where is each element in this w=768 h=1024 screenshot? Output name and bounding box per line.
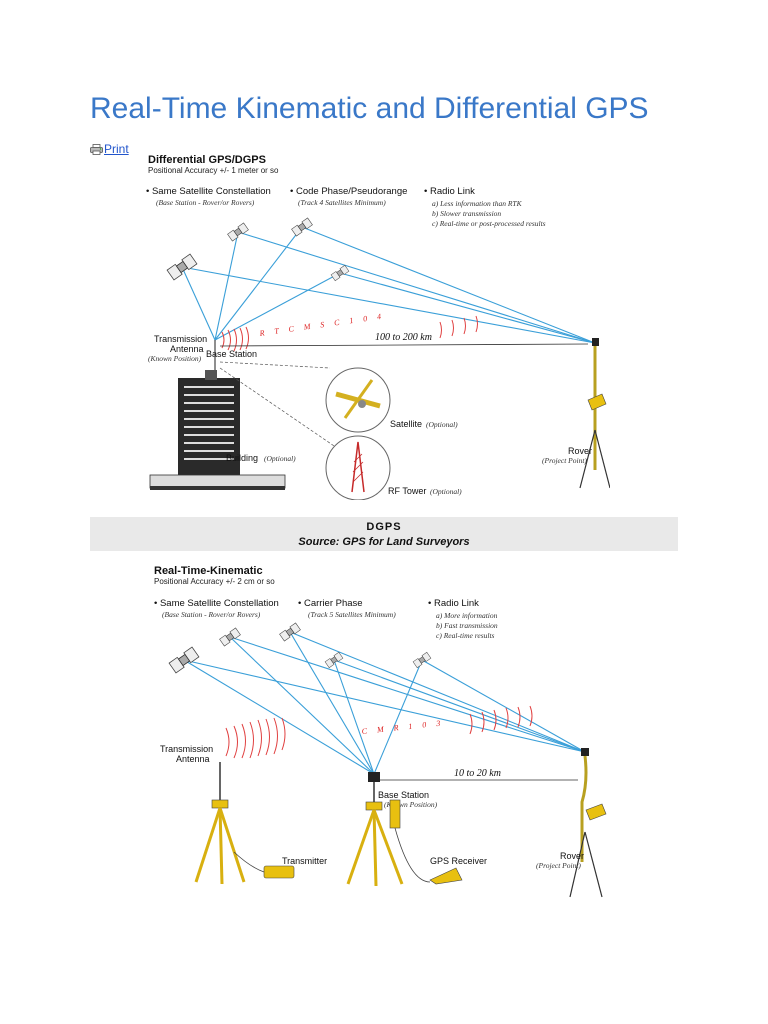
dgps-radio-note-a: a) Less information than RTK — [432, 199, 523, 208]
satellite-callout-label: Satellite — [390, 419, 422, 429]
radio-waves — [225, 705, 533, 759]
satellite-icon — [219, 627, 241, 647]
dgps-bullet-code-phase: • Code Phase/Pseudorange — [290, 186, 407, 197]
satellite-icon — [291, 217, 313, 237]
rtk-heading: Real-Time-Kinematic — [154, 565, 263, 577]
caption-title: DGPS — [366, 521, 401, 533]
base-station-tripod-icon — [346, 772, 404, 887]
dgps-transmission-label: Transmission — [154, 334, 207, 344]
receiver-cable — [394, 827, 431, 883]
dgps-bullet-code-phase-note: (Track 4 Satellites Minimum) — [298, 198, 386, 207]
print-link[interactable]: Print — [104, 142, 129, 156]
dgps-radio-note-c: c) Real-time or post-processed results — [432, 219, 546, 228]
transmission-tripod-icon — [194, 762, 246, 885]
transmitter-label: Transmitter — [282, 856, 327, 866]
dgps-heading: Differential GPS/DGPS — [148, 154, 266, 166]
printer-icon — [90, 143, 103, 155]
rtk-radio-note-a: a) More information — [436, 611, 498, 620]
satellite-icon — [227, 222, 249, 242]
dgps-accuracy: Positional Accuracy +/- 1 meter or so — [148, 166, 279, 175]
page-title: Real-Time Kinematic and Differential GPS — [90, 92, 649, 125]
satellite-icon — [412, 651, 432, 669]
rtk-bullet-carrier-phase: • Carrier Phase — [298, 598, 363, 609]
dgps-rover-project-point: (Project Point) — [542, 456, 587, 465]
rtk-bullet-radio-link: • Radio Link — [428, 598, 479, 609]
rtk-bullet-carrier-phase-note: (Track 5 Satellites Minimum) — [308, 610, 396, 619]
rtk-radio-note-b: b) Fast transmission — [436, 621, 498, 630]
rtk-bullet-constellation-note: (Base Station - Rover/or Rovers) — [162, 610, 261, 619]
satellite-callout — [325, 367, 391, 433]
transmitter-icon — [263, 865, 295, 879]
dgps-bullet-radio-link: • Radio Link — [424, 186, 475, 197]
dgps-bullet-constellation: • Same Satellite Constellation — [146, 186, 271, 197]
rtk-cmr-label: C M R 1 0 3 — [361, 718, 444, 736]
rtk-rover-project-point: (Project Point) — [536, 861, 581, 870]
satellite-icon — [330, 264, 350, 282]
dgps-known-position: (Known Position) — [148, 354, 202, 363]
rf-tower-label: RF Tower — [388, 486, 426, 496]
dgps-antenna-label: Antenna — [170, 344, 204, 354]
dgps-rtcm-label: R T C M S C 1 0 4 — [258, 311, 386, 338]
dgps-base-station-label: Base Station — [206, 349, 257, 359]
caption-source: Source: GPS for Land Surveyors — [298, 536, 469, 548]
dgps-distance-label: 100 to 200 km — [375, 332, 432, 343]
gps-receiver-label: GPS Receiver — [430, 856, 487, 866]
rtk-bullet-constellation: • Same Satellite Constellation — [154, 598, 279, 609]
callout-lines — [219, 361, 341, 451]
dgps-bullet-constellation-note: (Base Station - Rover/or Rovers) — [156, 198, 255, 207]
building-optional: (Optional) — [264, 454, 296, 463]
satellite-icon — [168, 646, 200, 674]
transmitter-cable — [233, 851, 265, 873]
dgps-caption-bar: DGPS Source: GPS for Land Surveyors — [90, 517, 678, 551]
rover-icon — [579, 338, 610, 489]
dgps-signal-lines — [181, 226, 596, 344]
satellite-icon — [166, 253, 198, 281]
rtk-rover-label: Rover — [560, 851, 584, 861]
rtk-accuracy: Positional Accuracy +/- 2 cm or so — [154, 577, 275, 586]
satellite-icon — [324, 651, 344, 669]
rtk-radio-note-c: c) Real-time results — [436, 631, 495, 640]
rtk-known-position: (Known Position) — [384, 800, 438, 809]
rf-tower-optional: (Optional) — [430, 487, 462, 496]
rtk-rover-icon — [569, 748, 607, 898]
rf-tower-callout — [325, 435, 391, 500]
dgps-diagram: Differential GPS/DGPS Positional Accurac… — [146, 154, 610, 500]
dgps-radio-note-b: b) Slower transmission — [432, 209, 501, 218]
rtk-distance-label: 10 to 20 km — [454, 768, 501, 779]
gps-receiver-icon — [429, 867, 463, 885]
rtk-antenna-label: Antenna — [176, 754, 210, 764]
building-icon — [149, 370, 286, 490]
rtk-diagram: Real-Time-Kinematic Positional Accuracy … — [154, 565, 607, 898]
rtk-base-station-label: Base Station — [378, 790, 429, 800]
dgps-distance-arrow — [219, 343, 589, 347]
rtk-signal-lines — [183, 631, 586, 775]
rtk-transmission-label: Transmission — [160, 744, 213, 754]
satellite-icon — [279, 622, 301, 642]
building-label: Building — [226, 453, 258, 463]
radio-waves — [221, 315, 478, 352]
dgps-rover-label: Rover — [568, 446, 592, 456]
print-link-group[interactable]: Print — [90, 142, 129, 156]
satellite-callout-optional: (Optional) — [426, 420, 458, 429]
